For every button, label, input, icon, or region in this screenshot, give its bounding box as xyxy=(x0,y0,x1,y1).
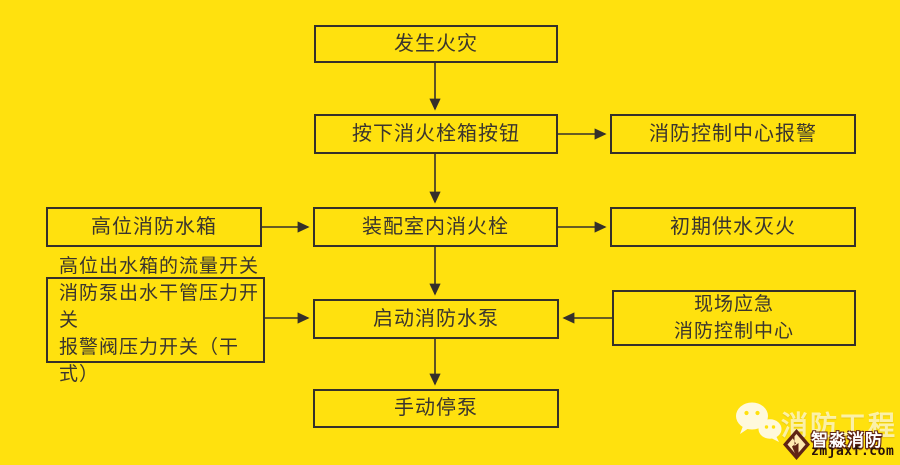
node-label: 高位消防水箱 xyxy=(91,215,217,238)
node-label: 发生火灾 xyxy=(394,32,478,55)
website-url: zmjaxf.com xyxy=(811,444,895,459)
node-pressure-flow-switches: 高位出水箱的流量开关 消防泵出水干管压力开关 报警阀压力开关（干式） xyxy=(46,256,265,385)
brand-name-badge: 智淼消防 xyxy=(811,431,883,450)
node-label-line: 现场应急 xyxy=(693,294,774,315)
node-label: 初期供水灭火 xyxy=(670,215,796,238)
node-label-line: 消防控制中心 xyxy=(673,321,794,342)
node-label-line: 高位出水箱的流量开关 xyxy=(59,255,260,277)
node-site-emergency-control-center: 现场应急 消防控制中心 xyxy=(612,290,856,346)
node-indoor-hydrant: 装配室内消火栓 xyxy=(313,207,558,247)
node-initial-water-supply: 初期供水灭火 xyxy=(610,207,856,247)
node-high-level-tank: 高位消防水箱 xyxy=(46,207,262,247)
node-control-center-alarm: 消防控制中心报警 xyxy=(610,114,856,154)
node-label-line: 报警阀压力开关（干式） xyxy=(59,336,240,385)
node-press-hydrant-button: 按下消火栓箱按钮 xyxy=(314,114,558,154)
node-label: 装配室内消火栓 xyxy=(362,215,509,238)
node-label: 手动停泵 xyxy=(394,397,478,419)
node-manual-stop-pump: 手动停泵 xyxy=(313,389,559,428)
node-label-line: 消防泵出水干管压力开关 xyxy=(59,282,260,331)
diamond-logo-icon xyxy=(783,429,810,460)
node-start-fire-pump: 启动消防水泵 xyxy=(313,299,559,339)
node-label: 消防控制中心报警 xyxy=(649,122,817,145)
node-label: 按下消火栓箱按钮 xyxy=(352,122,520,145)
node-fire-occurs: 发生火灾 xyxy=(314,25,558,63)
wechat-icon xyxy=(736,402,782,442)
node-label: 启动消防水泵 xyxy=(373,307,499,330)
